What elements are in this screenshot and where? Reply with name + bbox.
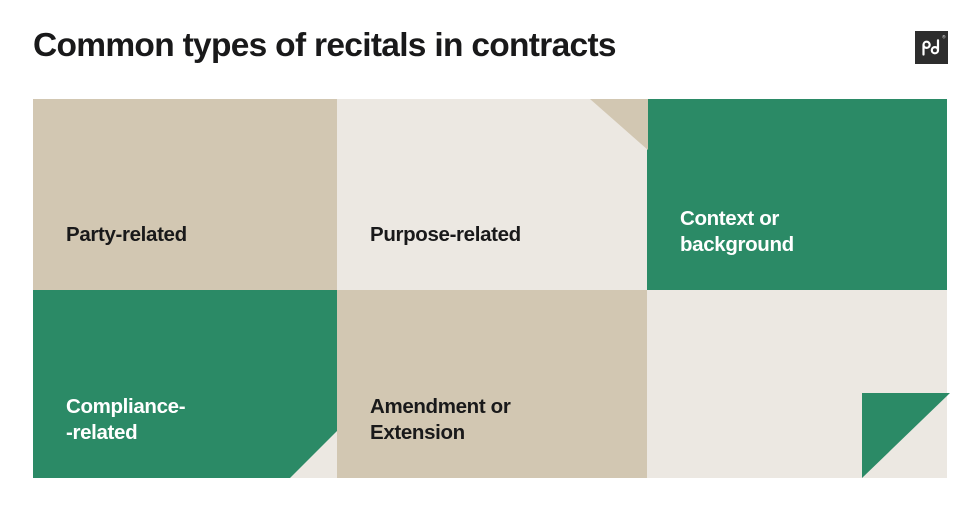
cell-compliance-related[interactable]: Compliance- -related (33, 290, 337, 478)
cell-label-party-related: Party-related (66, 222, 187, 246)
cell-label-compliance-related: Compliance- -related (66, 394, 186, 444)
svg-text:®: ® (942, 35, 946, 40)
notch-tan-top-left-icon (590, 99, 648, 150)
cell-context-background[interactable]: Context or background (647, 99, 947, 290)
notch-green-bottom-right-icon (862, 393, 950, 478)
notch-cream-bottom-left-icon (290, 431, 337, 478)
page-title: Common types of recitals in contracts (33, 27, 617, 64)
recital-types-grid: Party-related Purpose-related Context or… (33, 99, 950, 478)
pandadoc-logo-icon: ® (915, 31, 948, 64)
cell-label-purpose-related: Purpose-related (370, 222, 521, 246)
header: Common types of recitals in contracts ® (0, 0, 980, 99)
cell-label-context-background: Context or background (680, 206, 794, 256)
cell-amendment-extension[interactable]: Amendment or Extension (337, 290, 647, 478)
cell-label-amendment-extension: Amendment or Extension (370, 394, 511, 444)
cell-party-related[interactable]: Party-related (33, 99, 337, 290)
